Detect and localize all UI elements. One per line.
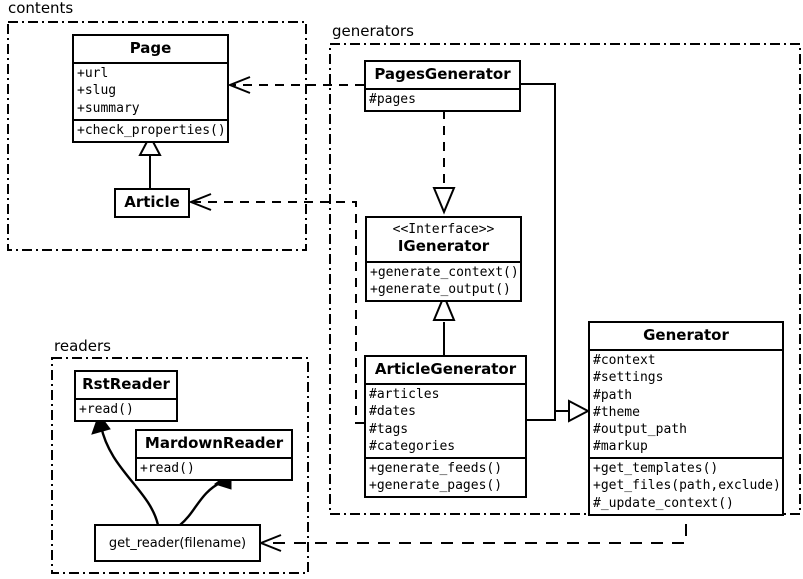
class-name-igenerator: <<Interface>> IGenerator (367, 218, 520, 261)
class-box-generator[interactable]: Generator #context #settings #path #them… (588, 321, 784, 516)
attribute: #tags (369, 421, 409, 437)
class-methods-page: +check_properties() (74, 118, 227, 141)
class-name-mardown-reader: MardownReader (144, 434, 284, 452)
class-attributes-page: +url +slug +summary (74, 62, 227, 118)
function-box-get-reader[interactable]: get_reader(filename) (94, 524, 261, 562)
attribute: #dates (369, 404, 416, 420)
line-pagesgenerator-to-generator (521, 83, 572, 412)
class-name-article-generator: ArticleGenerator (374, 360, 517, 378)
attribute: #settings (593, 370, 664, 386)
method: +generate_context() (370, 264, 519, 280)
class-box-mardown-reader[interactable]: MardownReader +read() (135, 429, 293, 482)
package-label-readers: readers (52, 337, 113, 355)
package-label-generators: generators (330, 22, 416, 40)
attribute: #articles (369, 387, 440, 403)
class-name-page: Page (129, 39, 172, 57)
class-box-page[interactable]: Page +url +slug +summary +check_properti… (72, 34, 229, 143)
class-name-article: Article (124, 193, 180, 211)
class-methods-rst-reader: +read() (76, 398, 176, 420)
arrowhead-realization-igenerator (432, 187, 456, 215)
arrowhead-generalization-generator (568, 399, 591, 423)
attribute: #pages (369, 92, 416, 108)
class-box-igenerator[interactable]: <<Interface>> IGenerator +generate_conte… (365, 216, 522, 302)
class-name-generator: Generator (643, 326, 729, 344)
class-attributes-pages-generator: #pages (366, 88, 519, 110)
class-box-rst-reader[interactable]: RstReader +read() (74, 370, 178, 423)
method: +generate_feeds() (369, 460, 503, 476)
class-attributes-article-generator: #articles #dates #tags #categories (366, 383, 525, 457)
function-name-get-reader: get_reader(filename) (108, 535, 247, 551)
method: +read() (79, 402, 134, 418)
attribute: #output_path (593, 421, 687, 437)
line-getreader-to-mardownreader (179, 480, 223, 526)
class-methods-igenerator: +generate_context() +generate_output() (367, 260, 520, 300)
line-articlegenerator-to-generator (527, 411, 556, 421)
attribute: #categories (369, 438, 456, 454)
method: #_update_context() (593, 495, 734, 511)
class-name-text-igenerator: IGenerator (397, 237, 490, 256)
method: +check_properties() (77, 122, 226, 138)
method: +get_files(path,exclude) (593, 478, 781, 494)
attribute: +slug (77, 83, 117, 99)
class-name-rst-reader: RstReader (82, 375, 170, 393)
method: +read() (140, 461, 195, 477)
line-articlegenerator-to-article (194, 201, 364, 424)
class-stereotype-igenerator: <<Interface>> (392, 222, 495, 237)
attribute: #theme (593, 404, 640, 420)
class-methods-mardown-reader: +read() (137, 457, 291, 479)
attribute: #context (593, 353, 656, 369)
class-attributes-generator: #context #settings #path #theme #output_… (590, 349, 782, 457)
method: +generate_output() (370, 281, 511, 297)
class-box-article[interactable]: Article (114, 188, 190, 219)
attribute: #markup (593, 439, 648, 455)
class-box-article-generator[interactable]: ArticleGenerator #articles #dates #tags … (364, 355, 527, 499)
attribute: #path (593, 387, 633, 403)
package-label-contents: contents (6, 0, 76, 17)
class-methods-generator: +get_templates() +get_files(path,exclude… (590, 457, 782, 513)
attribute: +summary (77, 100, 140, 116)
class-name-pages-generator: PagesGenerator (374, 65, 511, 83)
arrowhead-dependency-getreader (258, 534, 282, 552)
method: +get_templates() (593, 461, 719, 477)
attribute: +url (77, 66, 109, 82)
arrowhead-dependency-page (227, 76, 251, 94)
method: +generate_pages() (369, 478, 503, 494)
class-methods-article-generator: +generate_feeds() +generate_pages() (366, 456, 525, 496)
arrowhead-dependency-article (188, 193, 212, 211)
class-box-pages-generator[interactable]: PagesGenerator #pages (364, 60, 521, 113)
